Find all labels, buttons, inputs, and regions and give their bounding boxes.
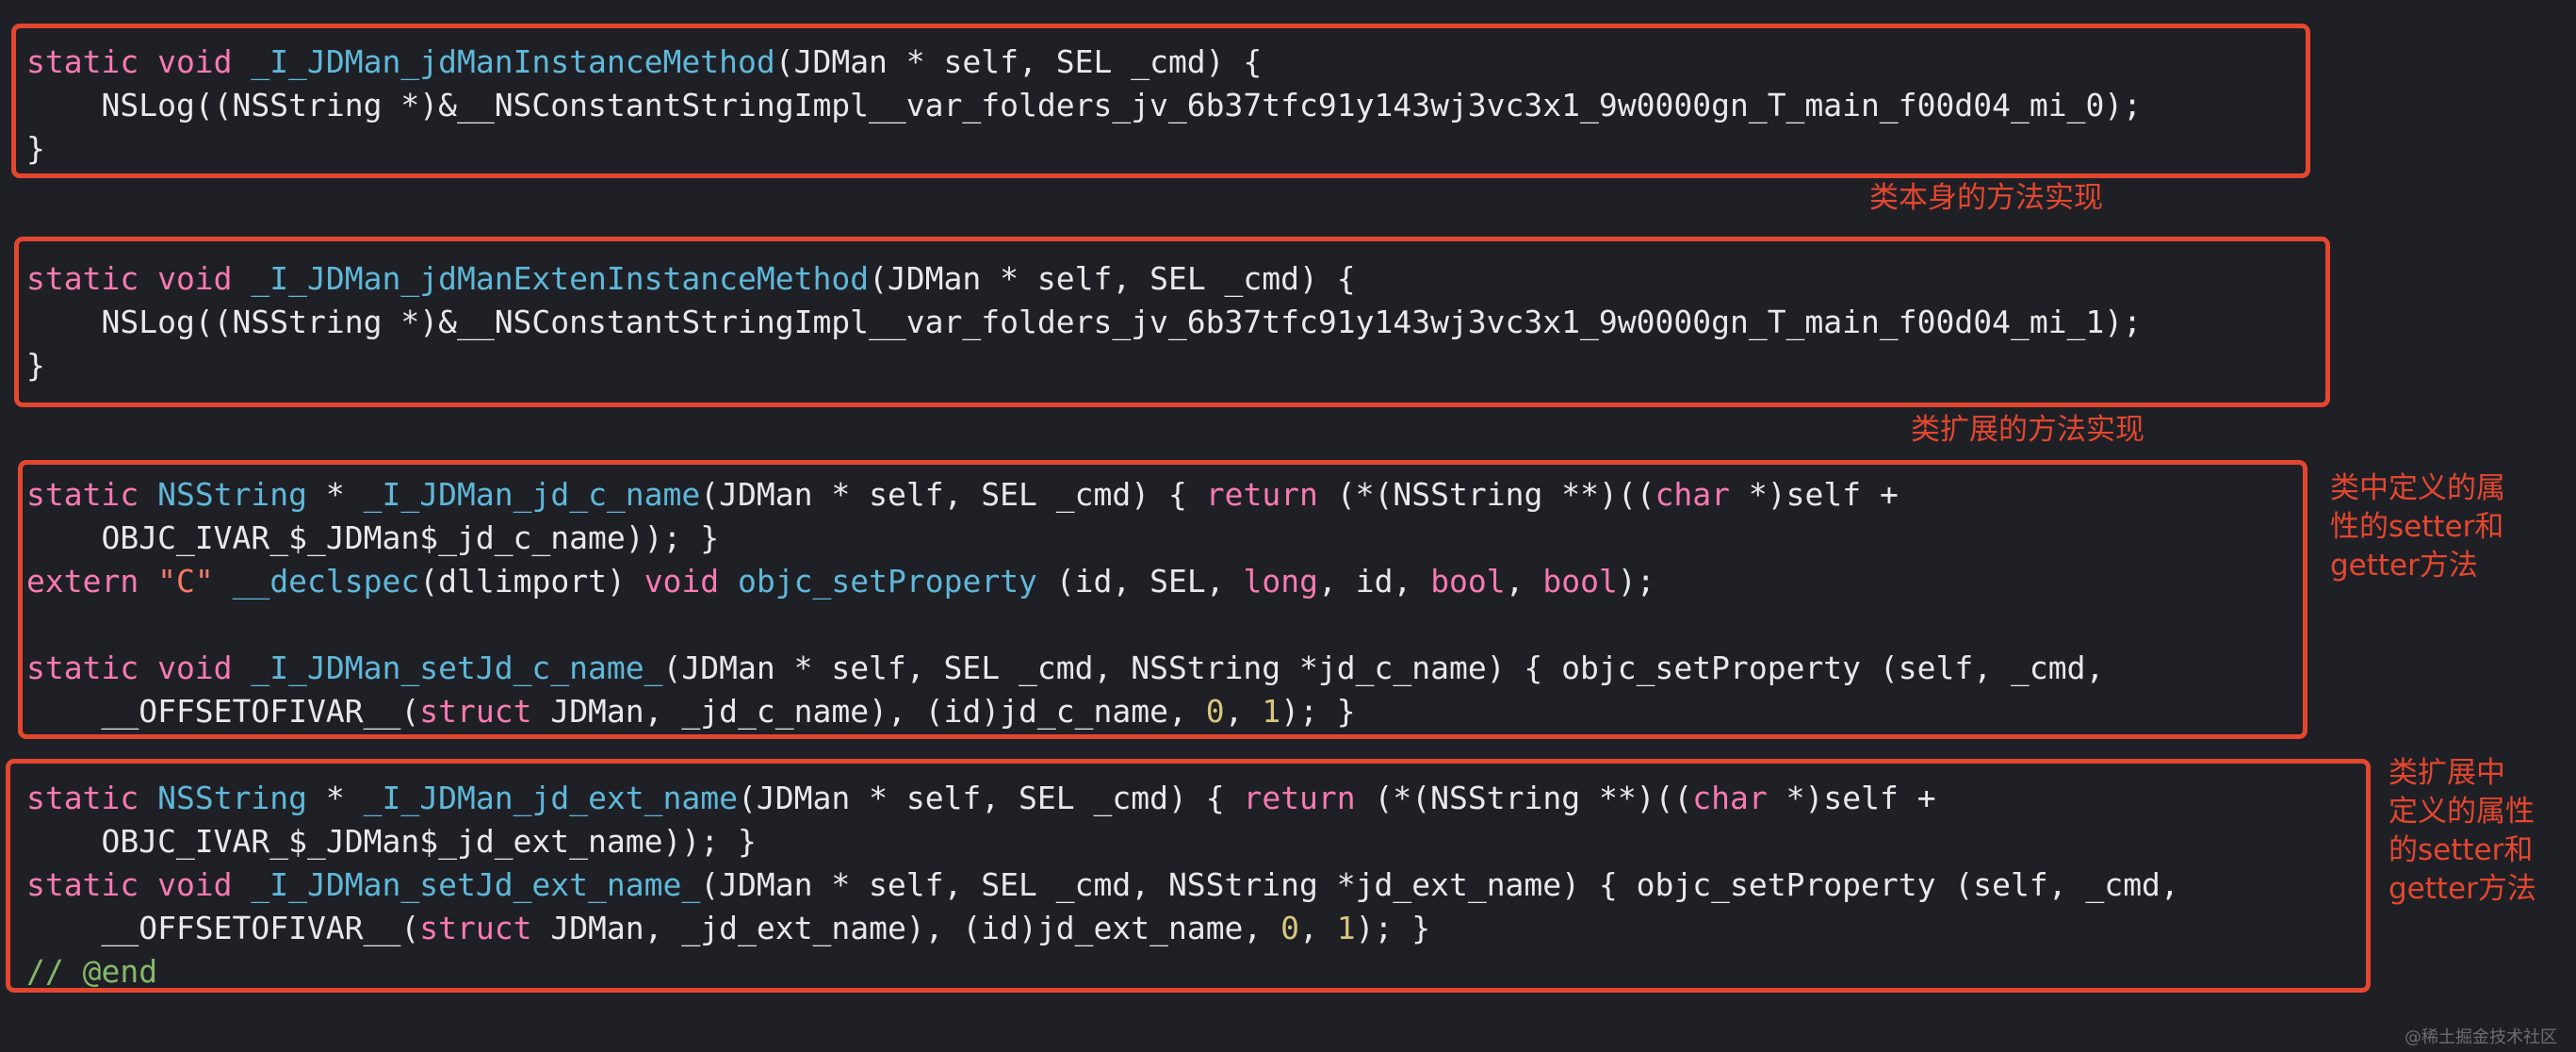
function-name: _I_JDMan_jdManInstanceMethod — [251, 43, 775, 80]
code-line: static void _I_JDMan_setJd_c_name_(JDMan… — [26, 649, 2105, 686]
code-line: static NSString * _I_JDMan_jd_ext_name(J… — [26, 780, 1936, 816]
code-line: static void _I_JDMan_jdManExtenInstanceM… — [26, 260, 1356, 297]
code-line: } — [26, 347, 45, 384]
note-line: 类中定义的属 — [2330, 471, 2505, 505]
note-line: 定义的属性 — [2389, 795, 2535, 829]
function-name: _I_JDMan_jd_ext_name — [363, 780, 739, 816]
instance-method-box — [11, 24, 2310, 178]
function-name: _I_JDMan_jdManExtenInstanceMethod — [251, 260, 870, 297]
code-line: OBJC_IVAR_$_JDMan$_jd_ext_name)); } — [26, 823, 757, 860]
code-line: OBJC_IVAR_$_JDMan$_jd_c_name)); } — [26, 519, 720, 556]
note-class-methods: 类本身的方法实现 — [1869, 181, 2103, 215]
code-line: NSLog((NSString *)&__NSConstantStringImp… — [26, 87, 2143, 123]
function-name: _I_JDMan_setJd_c_name_ — [251, 649, 663, 686]
code-block-extension-property: static NSString * _I_JDMan_jd_ext_name(J… — [26, 777, 2179, 994]
watermark: @稀土掘金技术社区 — [2405, 1027, 2557, 1047]
code-block-class-property: static NSString * _I_JDMan_jd_c_name(JDM… — [26, 473, 2104, 733]
note-extension-methods: 类扩展的方法实现 — [1911, 413, 2144, 447]
code-block-instance-method: static void _I_JDMan_jdManInstanceMethod… — [26, 41, 2142, 171]
code-line: NSLog((NSString *)&__NSConstantStringImp… — [26, 304, 2143, 340]
extension-method-box — [14, 237, 2330, 407]
note-line: 的setter和 — [2389, 833, 2534, 867]
code-line: extern "C" __declspec(dllimport) void ob… — [26, 563, 1655, 600]
code-comment: // @end — [26, 953, 158, 990]
code-line: static NSString * _I_JDMan_jd_c_name(JDM… — [26, 476, 1899, 513]
note-line: 类扩展中 — [2389, 756, 2505, 790]
function-name: _I_JDMan_setJd_ext_name_ — [251, 866, 701, 903]
code-line: } — [26, 130, 45, 167]
code-line: __OFFSETOFIVAR__(struct JDMan, _jd_c_nam… — [26, 693, 1356, 730]
note-class-properties: 类中定义的属 性的setter和 getter方法 — [2330, 469, 2505, 585]
function-name: objc_setProperty — [738, 563, 1037, 600]
note-line: 性的setter和 — [2330, 510, 2504, 544]
code-line: __OFFSETOFIVAR__(struct JDMan, _jd_ext_n… — [26, 910, 1431, 946]
code-line: static void _I_JDMan_jdManInstanceMethod… — [26, 43, 1263, 80]
class-property-box — [18, 460, 2307, 739]
code-block-extension-method: static void _I_JDMan_jdManExtenInstanceM… — [26, 257, 2142, 387]
code-line: static void _I_JDMan_setJd_ext_name_(JDM… — [26, 866, 2179, 903]
note-extension-properties: 类扩展中 定义的属性 的setter和 getter方法 — [2389, 754, 2536, 909]
note-line: getter方法 — [2389, 872, 2536, 906]
note-line: getter方法 — [2330, 549, 2478, 583]
function-name: _I_JDMan_jd_c_name — [363, 476, 701, 513]
extension-property-box — [6, 759, 2371, 993]
